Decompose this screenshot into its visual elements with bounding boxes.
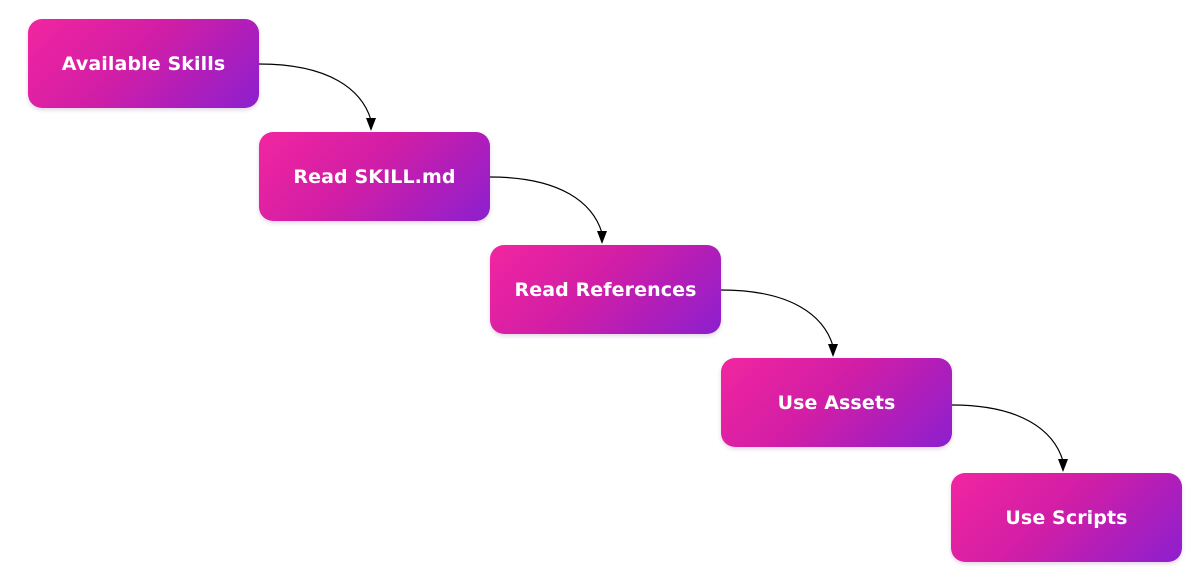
step-label: Read References xyxy=(514,278,697,301)
step-available-skills: Available Skills xyxy=(28,19,259,108)
step-read-references: Read References xyxy=(490,245,721,334)
connector-4-to-5 xyxy=(951,404,1064,462)
arrowhead-3-to-4 xyxy=(828,344,838,357)
step-label: Read SKILL.md xyxy=(293,165,456,188)
connector-3-to-4 xyxy=(720,289,834,347)
connector-2-to-3 xyxy=(489,176,603,234)
step-label: Available Skills xyxy=(61,52,226,75)
arrowhead-2-to-3 xyxy=(597,231,607,244)
step-use-assets: Use Assets xyxy=(721,358,952,447)
step-use-scripts: Use Scripts xyxy=(951,473,1182,562)
arrowhead-1-to-2 xyxy=(366,118,376,131)
step-label: Use Scripts xyxy=(1005,506,1128,529)
step-read-skill-md: Read SKILL.md xyxy=(259,132,490,221)
arrowhead-4-to-5 xyxy=(1058,459,1068,472)
step-label: Use Assets xyxy=(777,391,896,414)
connector-1-to-2 xyxy=(258,63,372,121)
